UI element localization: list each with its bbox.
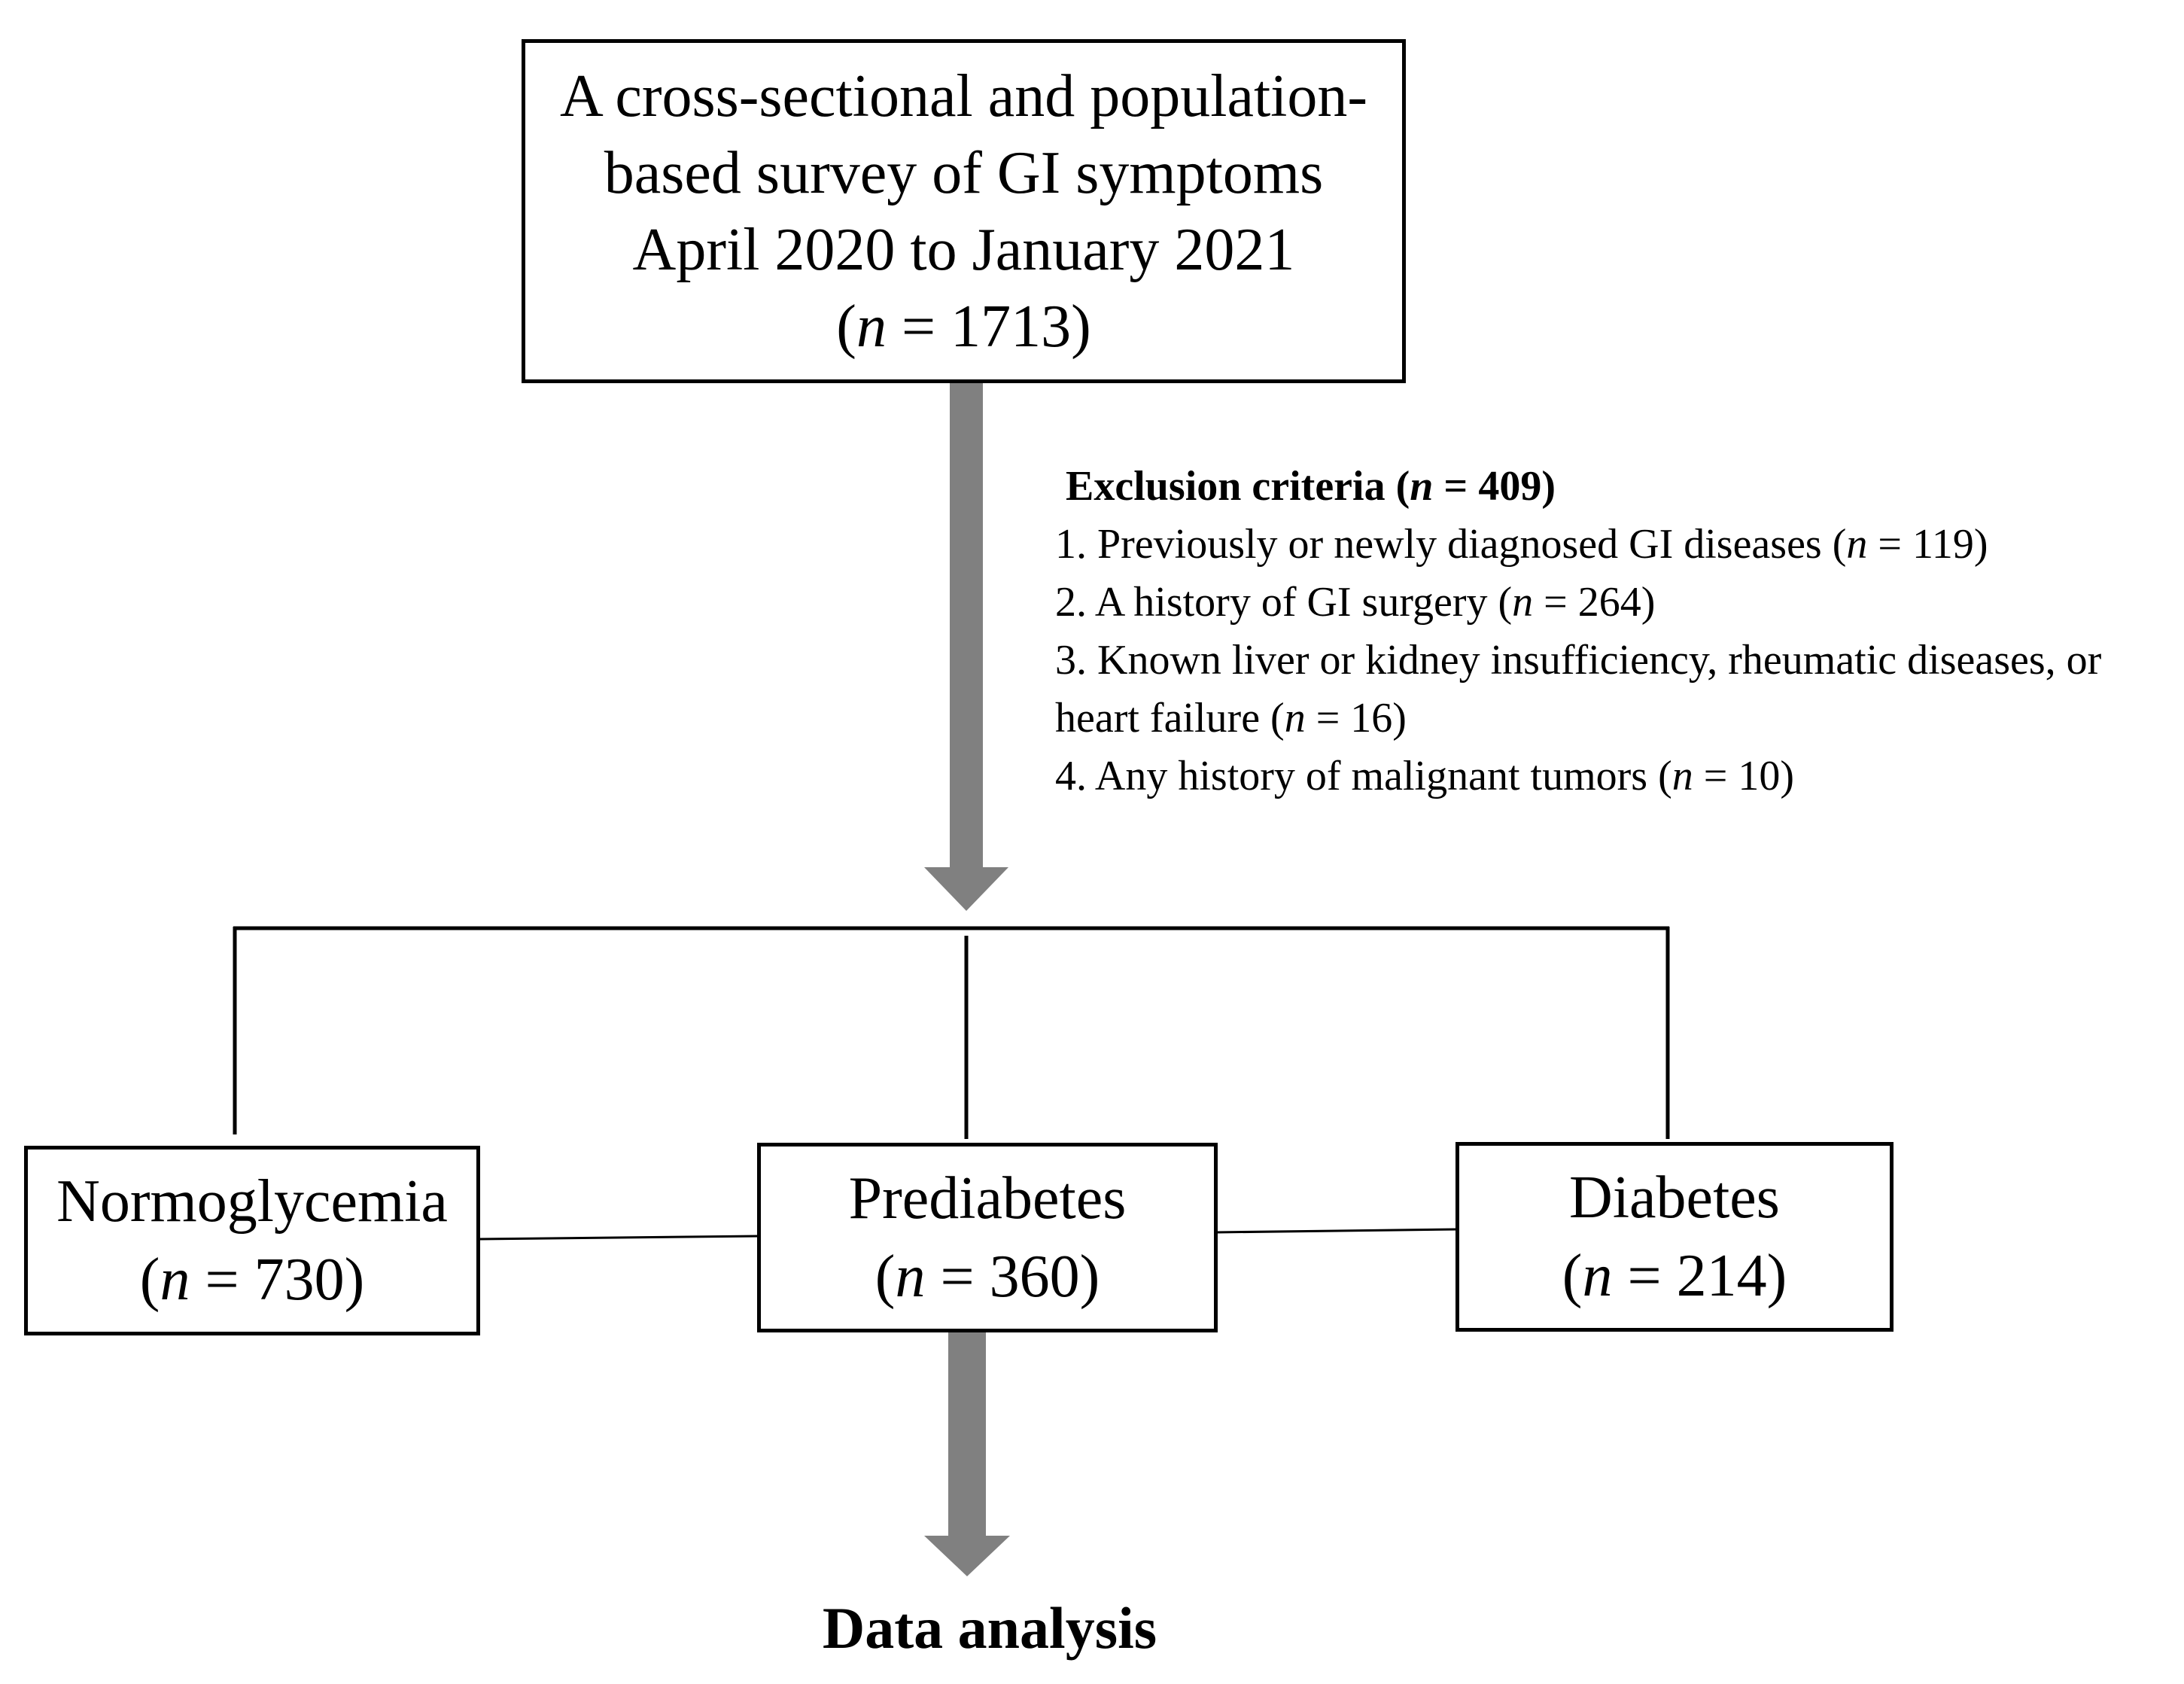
exclusion-item: 2. A history of GI surgery (n = 264): [1055, 579, 1656, 626]
diabetes-box: Diabetes (n = 214): [1455, 1142, 1894, 1332]
survey-box: A cross-sectional and population- based …: [522, 39, 1406, 383]
n-symbol: n: [160, 1247, 190, 1313]
diabetes-label: Diabetes: [1569, 1165, 1780, 1231]
exclusion-item-text: 2. A history of GI surgery (: [1055, 579, 1513, 626]
n-symbol: n: [895, 1244, 926, 1310]
n-symbol: n: [1284, 695, 1306, 742]
exclusion-item-text: 4. Any history of malignant tumors (: [1055, 753, 1672, 799]
main-arrow-shaft: [950, 382, 983, 871]
survey-line-3: April 2020 to January 2021: [632, 216, 1295, 283]
survey-n-value: 1713: [951, 293, 1072, 360]
exclusion-item: 1. Previously or newly diagnosed GI dise…: [1055, 521, 1988, 568]
prediabetes-label: Prediabetes: [848, 1165, 1127, 1232]
close-paren: ): [1392, 695, 1407, 742]
lower-arrow-head: [924, 1536, 1010, 1576]
normoglycemia-n-value: 730: [254, 1247, 345, 1313]
prediabetes-n-value: 360: [989, 1244, 1080, 1310]
n-symbol: n: [1582, 1243, 1613, 1309]
exclusion-total-n: 409: [1478, 463, 1542, 510]
normoglycemia-n-label: (n = 730): [139, 1247, 365, 1313]
n-symbol: n: [1846, 521, 1868, 568]
exclusion-item-text: 3. Known liver or kidney insufficiency, …: [1055, 637, 2102, 684]
exclusion-item: 3. Known liver or kidney insufficiency, …: [1055, 632, 2169, 690]
main-arrow-head: [924, 867, 1008, 911]
prediabetes-n-label: (n = 360): [875, 1244, 1100, 1310]
normoglycemia-label: Normoglycemia: [56, 1168, 448, 1235]
survey-n-label: (n = 1713): [836, 293, 1091, 360]
lower-arrow-shaft: [948, 1331, 986, 1539]
exclusion-item-n: 10: [1738, 753, 1781, 799]
exclusion-heading-text: Exclusion criteria (: [1066, 463, 1410, 510]
n-symbol: n: [856, 293, 887, 360]
connector-normo-pre: [478, 1235, 759, 1241]
close-paren: ): [1780, 753, 1794, 799]
exclusion-item: 4. Any history of malignant tumors (n = …: [1055, 753, 1794, 799]
close-paren: ): [1641, 579, 1656, 626]
exclusion-heading: Exclusion criteria (n = 409): [1066, 463, 1556, 510]
diabetes-n-label: (n = 214): [1562, 1243, 1787, 1309]
exclusion-item-text: 1. Previously or newly diagnosed GI dise…: [1055, 521, 1847, 568]
prediabetes-box: Prediabetes (n = 360): [757, 1143, 1218, 1332]
exclusion-item-text: heart failure (: [1055, 695, 1285, 742]
data-analysis-label: Data analysis: [822, 1595, 1157, 1661]
n-symbol: n: [1410, 463, 1434, 510]
connector-pre-dia: [1215, 1228, 1458, 1234]
diabetes-n-value: 214: [1676, 1243, 1767, 1309]
exclusion-item: heart failure (n = 16): [1055, 695, 1407, 742]
survey-line-2: based survey of GI symptoms: [604, 139, 1324, 206]
survey-line-1: A cross-sectional and population-: [559, 62, 1368, 129]
exclusion-item-n: 16: [1350, 695, 1393, 742]
normoglycemia-box: Normoglycemia (n = 730): [24, 1146, 480, 1335]
exclusion-item-n: 264: [1577, 579, 1641, 626]
exclusion-item-n: 119: [1912, 521, 1974, 568]
close-paren: ): [1973, 521, 1988, 568]
exclusion-criteria: Exclusion criteria (n = 409) 1. Previous…: [1055, 458, 2169, 805]
n-symbol: n: [1512, 579, 1534, 626]
n-symbol: n: [1671, 753, 1693, 799]
